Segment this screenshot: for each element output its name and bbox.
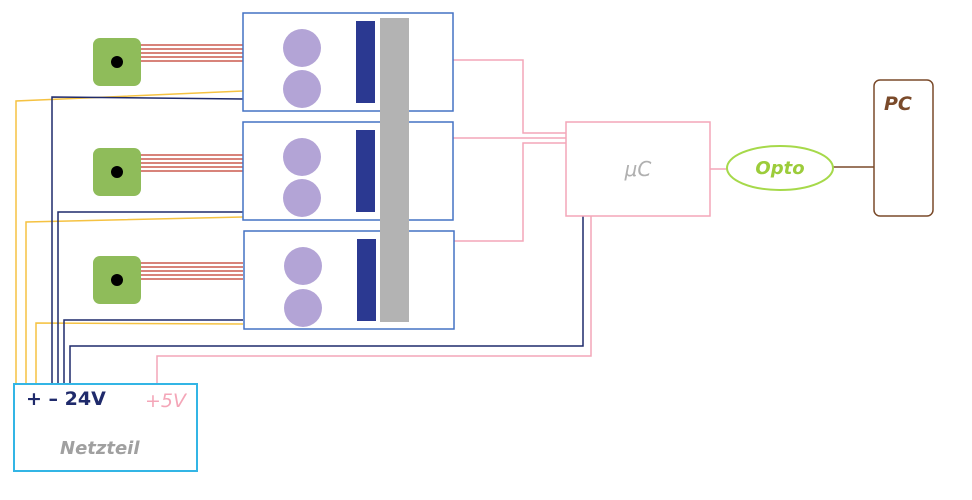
driver-board-3 xyxy=(243,230,455,330)
driver-chip xyxy=(356,130,375,212)
microcontroller-label: μC xyxy=(624,157,652,181)
driver-board-1 xyxy=(242,12,454,112)
capacitor xyxy=(283,179,321,217)
yellow-wire-2 xyxy=(25,216,244,384)
pc-box: PC xyxy=(873,79,934,217)
driver-chip xyxy=(357,239,376,321)
sensor-cable-1 xyxy=(140,44,243,62)
yellow-wire-1 xyxy=(15,90,244,384)
sensor-cable-2 xyxy=(140,154,243,172)
power-supply-box: + – 24V +5V Netzteil xyxy=(13,383,198,472)
capacitor xyxy=(284,247,322,285)
pink-signal-3 xyxy=(453,142,566,242)
capacitor xyxy=(283,29,321,67)
optocoupler-label: Opto xyxy=(755,158,804,179)
sensor-1 xyxy=(93,38,141,86)
sensor-3 xyxy=(93,256,141,304)
driver-chip xyxy=(356,21,375,103)
capacitor xyxy=(283,138,321,176)
navy-wire-mcu xyxy=(69,216,584,384)
navy-wire-3 xyxy=(63,319,243,384)
capacitor xyxy=(283,70,321,108)
voltage-5v-label: +5V xyxy=(145,390,188,412)
optocoupler: Opto xyxy=(726,145,834,191)
sensor-cables xyxy=(140,44,243,280)
microcontroller-box: μC xyxy=(565,121,711,217)
pink-wires xyxy=(156,59,728,384)
yellow-wires xyxy=(15,90,244,384)
navy-wire-1 xyxy=(51,96,244,384)
yellow-wire-3 xyxy=(35,322,244,384)
sensor-cable-3 xyxy=(140,262,243,280)
sensor-2 xyxy=(93,148,141,196)
heatsink xyxy=(380,18,409,322)
voltage-24v-label: + – 24V xyxy=(26,388,106,410)
pink-5v-wire xyxy=(156,216,592,384)
pink-signal-1 xyxy=(453,59,566,134)
navy-wires xyxy=(51,96,584,384)
driver-board-2 xyxy=(242,121,454,221)
capacitor xyxy=(284,289,322,327)
power-supply-label: Netzteil xyxy=(60,438,140,459)
navy-wire-2 xyxy=(57,211,243,384)
pc-label: PC xyxy=(884,93,912,115)
